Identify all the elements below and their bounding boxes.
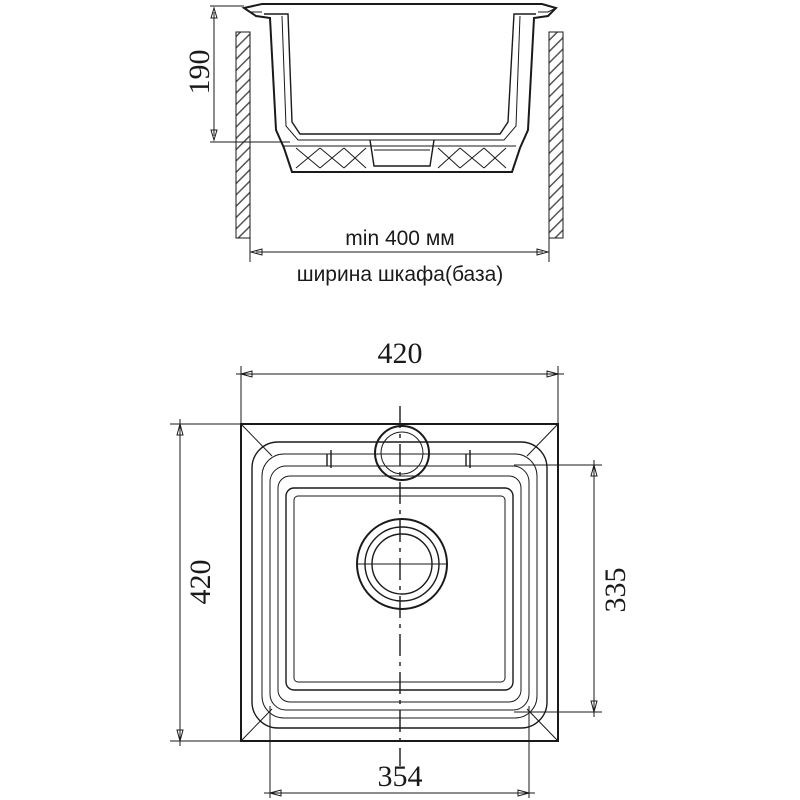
bowl-width-354: 354: [378, 760, 423, 793]
height-dimension-190: 190: [183, 50, 216, 95]
min-width-label: min 400 мм: [345, 227, 454, 250]
tap-hole: [374, 425, 430, 481]
top-view: 420 420 335 354: [170, 337, 632, 798]
drain-section: [369, 139, 435, 167]
sink-outer-profile: [241, 3, 558, 173]
bowl-length-335: 335: [599, 568, 632, 613]
bottom-ribs: [295, 147, 507, 169]
side-section-view: 190 min 400 мм ширина шкафа(база): [183, 3, 564, 286]
left-cabinet-wall: [235, 31, 251, 239]
cabinet-width-label: ширина шкафа(база): [297, 263, 504, 286]
overall-width-420: 420: [378, 337, 423, 370]
overall-length-420: 420: [184, 560, 217, 605]
left-overflow-slot: [326, 450, 332, 468]
right-overflow-slot: [465, 450, 471, 468]
right-cabinet-wall: [548, 31, 564, 239]
sink-inner-profile: [264, 13, 536, 135]
